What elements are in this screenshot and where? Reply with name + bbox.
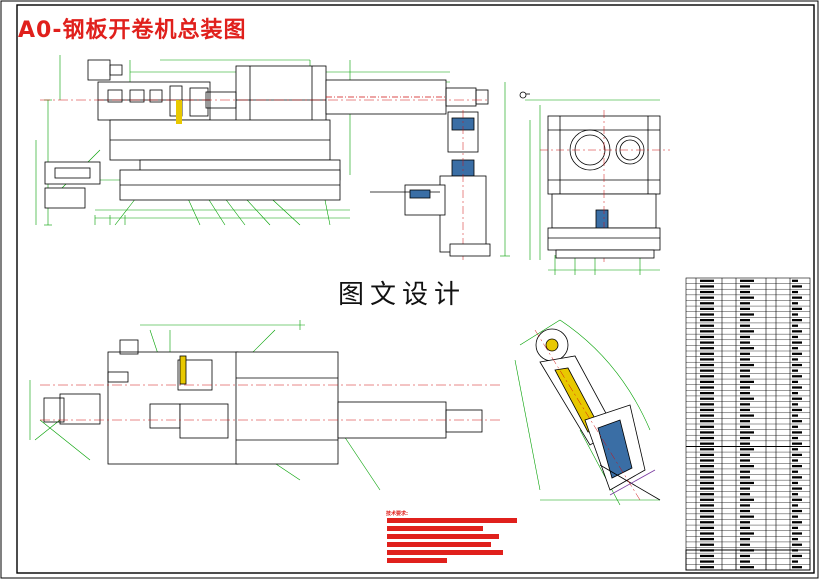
- parts-list-row: [700, 526, 714, 530]
- parts-list-row: [700, 498, 714, 501]
- parts-list-row: [700, 509, 714, 513]
- parts-list-row: [700, 369, 714, 372]
- parts-list-row: [700, 403, 714, 406]
- parts-list-row: [700, 521, 714, 524]
- parts-list-row: [700, 560, 714, 563]
- parts-list-row: [700, 313, 714, 316]
- parts-list-row: [700, 431, 714, 434]
- plan-drum-part: [235, 351, 339, 465]
- front-elevation-view: [35, 55, 530, 260]
- parts-list-row: [700, 453, 714, 457]
- coupling-hatch: [176, 100, 182, 124]
- parts-list-row: [700, 470, 714, 473]
- parts-list-row: [700, 397, 714, 400]
- parts-list-row: [700, 290, 714, 294]
- parts-list-row: [700, 408, 714, 412]
- parts-list-row: [700, 347, 714, 350]
- technical-requirement-line: [387, 558, 447, 563]
- plan-view: [29, 320, 500, 491]
- title-block: [685, 549, 811, 571]
- parts-list-row: [700, 481, 714, 485]
- parts-list-table: [685, 277, 811, 571]
- parts-list-row: [700, 464, 714, 468]
- side-elevation-view: [525, 99, 670, 275]
- parts-list-row: [700, 493, 714, 496]
- parts-list-row: [700, 515, 714, 518]
- parts-list-row: [700, 279, 714, 282]
- plan-shaft-part: [337, 401, 447, 439]
- parts-list-row: [700, 442, 714, 445]
- parts-list-row: [700, 566, 714, 569]
- parts-list-row: [700, 386, 714, 389]
- parts-list-row: [700, 341, 714, 344]
- parts-list-row: [700, 296, 714, 299]
- parts-list-row: [700, 318, 714, 322]
- parts-list-row: [700, 504, 714, 507]
- technical-requirement-line: [387, 542, 491, 547]
- parts-list-row: [700, 459, 714, 462]
- parts-list-row: [700, 380, 714, 384]
- technical-requirements-heading: 技术要求:: [386, 511, 408, 517]
- drive-motor-part: [87, 59, 111, 81]
- parts-list-row: [700, 448, 714, 451]
- drawing-title: A0-钢板开卷机总装图: [18, 18, 247, 43]
- parts-list-row: [700, 324, 714, 327]
- parts-list-row: [700, 285, 714, 288]
- parts-list-row: [700, 476, 714, 479]
- parts-list-row: [700, 302, 714, 305]
- parts-list-row: [700, 487, 714, 490]
- parts-list-row: [700, 358, 714, 361]
- parts-list-row: [700, 352, 714, 355]
- parts-list-row: [700, 425, 714, 428]
- parts-list-row: [700, 436, 714, 440]
- technical-requirement-line: [387, 518, 517, 523]
- parts-list-row: [700, 554, 714, 558]
- parts-list-row: [700, 414, 714, 417]
- parts-list-row: [700, 375, 714, 378]
- parts-list-row: [700, 391, 714, 395]
- technical-requirement-line: [387, 550, 503, 555]
- parts-list-row: [700, 335, 714, 339]
- technical-requirement-line: [387, 526, 483, 531]
- parts-list-row: [700, 330, 714, 333]
- parts-list-row: [700, 532, 714, 535]
- technical-requirement-line: [387, 534, 499, 539]
- parts-list-row: [700, 537, 714, 541]
- parts-list-row: [700, 543, 714, 546]
- parts-list-row: [700, 420, 714, 423]
- inclined-section-view: [514, 319, 661, 506]
- technical-requirements: [387, 518, 517, 563]
- parts-list-row: [700, 307, 714, 311]
- parts-list-row: [700, 363, 714, 367]
- frame-border: [16, 4, 815, 574]
- watermark-text: 图文设计: [338, 280, 467, 310]
